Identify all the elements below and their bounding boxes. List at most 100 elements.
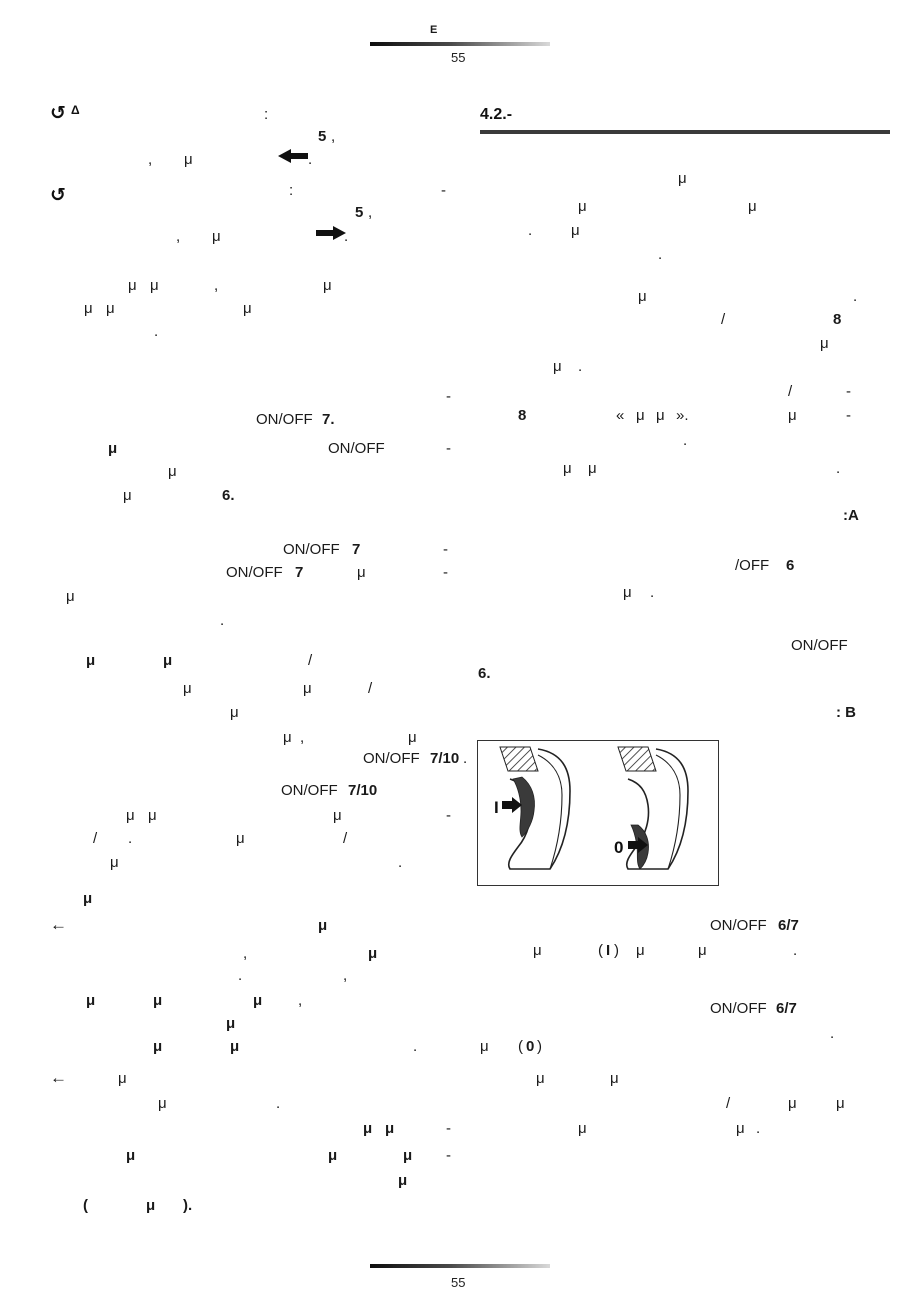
text-fragment: μ — [110, 854, 119, 871]
text-fragment: , — [148, 151, 153, 168]
text-fragment: μ — [363, 1120, 373, 1137]
text-fragment: μ — [328, 1147, 338, 1164]
text-fragment: μ — [158, 1095, 167, 1112]
text-fragment: , — [214, 277, 219, 294]
text-fragment: μ — [243, 300, 252, 317]
text-fragment: μ — [788, 407, 797, 424]
text-fragment: ( — [598, 942, 603, 959]
text-fragment: . — [398, 854, 403, 871]
text-fragment: μ — [533, 942, 542, 959]
text-fragment: μ — [84, 300, 93, 317]
text-fragment: μ — [212, 228, 221, 245]
text-fragment: ) — [614, 942, 619, 959]
text-fragment: μ — [253, 992, 263, 1009]
text-fragment: μ — [146, 1197, 156, 1214]
rotation-delta-label: Δ — [71, 103, 80, 117]
text-fragment: μ — [236, 830, 245, 847]
text-fragment: , — [176, 228, 181, 245]
text-fragment: 5 — [318, 128, 327, 145]
page-number-top: 55 — [451, 50, 466, 65]
text-fragment: 6. — [222, 487, 235, 504]
text-fragment: . — [528, 222, 533, 239]
text-fragment: ( — [518, 1038, 523, 1055]
text-fragment: μ — [368, 945, 378, 962]
text-fragment: - — [446, 1120, 451, 1137]
page-number-bottom: 55 — [451, 1275, 466, 1290]
text-fragment: μ — [736, 1120, 745, 1137]
text-fragment: μ — [150, 277, 159, 294]
arrow-head — [333, 226, 346, 240]
text-fragment: « — [616, 407, 625, 424]
text-fragment: ) — [537, 1038, 542, 1055]
text-fragment: 7 — [352, 541, 361, 558]
text-fragment: - — [446, 388, 451, 405]
text-fragment: . — [344, 228, 349, 245]
text-fragment: . — [308, 151, 313, 168]
text-fragment: ON/OFF — [791, 637, 848, 654]
text-fragment: . — [756, 1120, 761, 1137]
text-fragment: 6/7 — [778, 917, 799, 934]
text-fragment: μ — [623, 584, 632, 601]
text-fragment: 8 — [833, 311, 842, 328]
text-fragment: : — [289, 182, 294, 199]
text-fragment: : — [264, 106, 269, 123]
text-fragment: μ — [283, 729, 292, 746]
text-fragment: / — [368, 680, 373, 697]
switch-figure: I 0 — [477, 740, 719, 886]
text-fragment: μ — [153, 992, 163, 1009]
text-fragment: . — [578, 358, 583, 375]
text-fragment: ON/OFF — [710, 917, 767, 934]
text-fragment: , — [343, 967, 348, 984]
text-fragment: μ — [748, 198, 757, 215]
text-fragment: μ — [86, 992, 96, 1009]
text-fragment: . — [683, 432, 688, 449]
text-fragment: - — [846, 407, 851, 424]
text-fragment: μ — [148, 807, 157, 824]
text-fragment: μ — [153, 1038, 163, 1055]
text-fragment: / — [93, 830, 98, 847]
text-fragment: . — [658, 246, 663, 263]
text-fragment: μ — [610, 1070, 619, 1087]
text-fragment: . — [276, 1095, 281, 1112]
text-fragment: μ — [656, 407, 665, 424]
text-fragment: μ — [183, 680, 192, 697]
text-fragment: - — [443, 564, 448, 581]
text-fragment: ON/OFF — [281, 782, 338, 799]
arrow-shaft — [291, 153, 308, 159]
text-fragment: 7/10 — [430, 750, 460, 767]
text-fragment: . — [793, 942, 798, 959]
text-fragment: ). — [183, 1197, 193, 1214]
text-fragment: μ — [106, 300, 115, 317]
text-fragment: μ — [126, 1147, 136, 1164]
text-fragment: / — [343, 830, 348, 847]
text-fragment: μ — [636, 407, 645, 424]
text-fragment: ON/OFF — [256, 411, 313, 428]
margin-bullet-arrow-icon: ← — [50, 1068, 67, 1087]
text-fragment: μ — [118, 1070, 127, 1087]
text-fragment: ON/OFF — [710, 1000, 767, 1017]
text-fragment: μ — [788, 1095, 797, 1112]
text-fragment: μ — [66, 588, 75, 605]
text-fragment: μ — [571, 222, 580, 239]
text-fragment: , — [298, 992, 303, 1009]
text-fragment: μ — [636, 942, 645, 959]
text-fragment: , — [368, 204, 373, 221]
text-fragment: μ — [83, 890, 93, 907]
rotation-ccw-icon: ↺ — [50, 103, 66, 124]
text-fragment: 0 — [526, 1038, 535, 1055]
text-fragment: / — [788, 383, 793, 400]
text-fragment: /OFF — [735, 557, 770, 574]
text-fragment: μ — [638, 288, 647, 305]
text-fragment: 6/7 — [776, 1000, 797, 1017]
text-fragment: μ — [385, 1120, 395, 1137]
text-fragment: . — [650, 584, 655, 601]
switch-off-drawing — [617, 746, 689, 870]
text-fragment: ( — [83, 1197, 88, 1214]
rotation-cw-icon: ↺ — [50, 185, 66, 206]
text-fragment: - — [846, 383, 851, 400]
text-fragment: μ — [836, 1095, 845, 1112]
text-fragment: ON/OFF — [283, 541, 340, 558]
text-fragment: - — [446, 1147, 451, 1164]
header-rule — [370, 42, 550, 46]
